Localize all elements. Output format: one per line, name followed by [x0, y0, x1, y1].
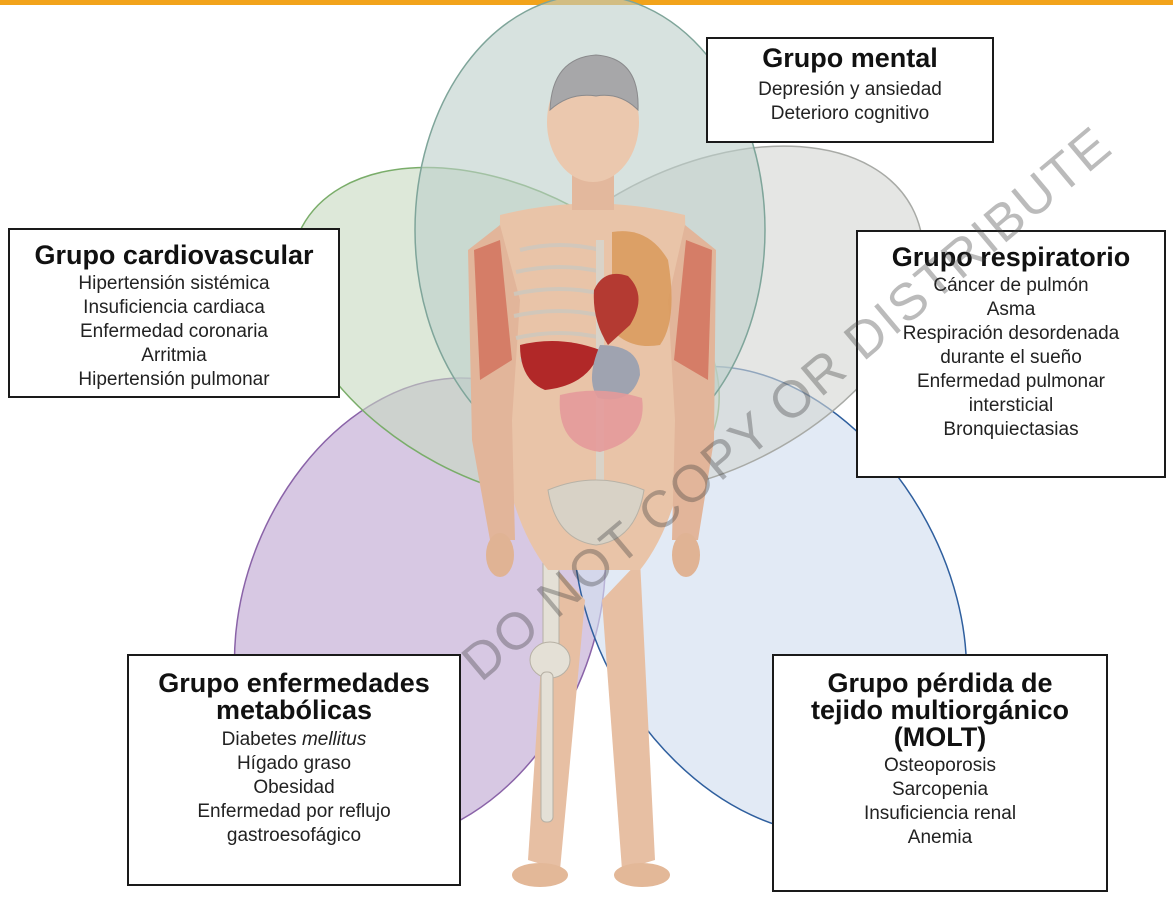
respiratorio-group-box: Grupo respiratorio Cáncer de pulmón Asma… — [856, 230, 1166, 478]
molt-item: Insuficiencia renal — [774, 802, 1106, 826]
diabetes-italic-label: mellitus — [302, 729, 366, 750]
metabolicas-title-line: metabólicas — [129, 697, 459, 724]
cardiovascular-item: Hipertensión pulmonar — [10, 368, 338, 392]
metabolicas-title-line: Grupo enfermedades — [129, 670, 459, 697]
respiratorio-item: Cáncer de pulmón — [858, 274, 1164, 298]
metabolicas-item: Obesidad — [129, 776, 459, 800]
cardiovascular-item: Hipertensión sistémica — [10, 272, 338, 296]
molt-item: Anemia — [774, 826, 1106, 850]
metabolicas-group-title: Grupo enfermedades metabólicas — [129, 670, 459, 724]
cardiovascular-group-title: Grupo cardiovascular — [10, 242, 338, 269]
respiratorio-item: Bronquiectasias — [858, 418, 1164, 442]
molt-group-box: Grupo pérdida de tejido multiorgánico (M… — [772, 654, 1108, 892]
metabolicas-item: Hígado graso — [129, 752, 459, 776]
cardiovascular-item: Enfermedad coronaria — [10, 320, 338, 344]
molt-title-line: tejido multiorgánico — [774, 697, 1106, 724]
metabolicas-group-box: Grupo enfermedades metabólicas Diabetes … — [127, 654, 461, 886]
diabetes-label: Diabetes — [222, 729, 297, 750]
respiratorio-item: Enfermedad pulmonar — [858, 370, 1164, 394]
molt-item: Osteoporosis — [774, 754, 1106, 778]
respiratorio-item: Respiración desordenada — [858, 322, 1164, 346]
metabolicas-item-diabetes: Diabetes mellitus — [129, 728, 459, 752]
respiratorio-item: Asma — [858, 298, 1164, 322]
mental-item: Depresión y ansiedad — [708, 78, 992, 102]
respiratorio-item: durante el sueño — [858, 346, 1164, 370]
mental-group-title: Grupo mental — [708, 45, 992, 72]
molt-group-title: Grupo pérdida de tejido multiorgánico (M… — [774, 670, 1106, 751]
metabolicas-item: gastroesofágico — [129, 824, 459, 848]
respiratorio-item: intersticial — [858, 394, 1164, 418]
cardiovascular-item: Insuficiencia cardiaca — [10, 296, 338, 320]
molt-title-line: Grupo pérdida de — [774, 670, 1106, 697]
cardiovascular-group-box: Grupo cardiovascular Hipertensión sistém… — [8, 228, 340, 398]
respiratorio-group-title: Grupo respiratorio — [858, 244, 1164, 271]
molt-item: Sarcopenia — [774, 778, 1106, 802]
molt-title-line: (MOLT) — [774, 724, 1106, 751]
cardiovascular-item: Arritmia — [10, 344, 338, 368]
mental-group-box: Grupo mental Depresión y ansiedad Deteri… — [706, 37, 994, 143]
mental-item: Deterioro cognitivo — [708, 102, 992, 126]
metabolicas-item: Enfermedad por reflujo — [129, 800, 459, 824]
